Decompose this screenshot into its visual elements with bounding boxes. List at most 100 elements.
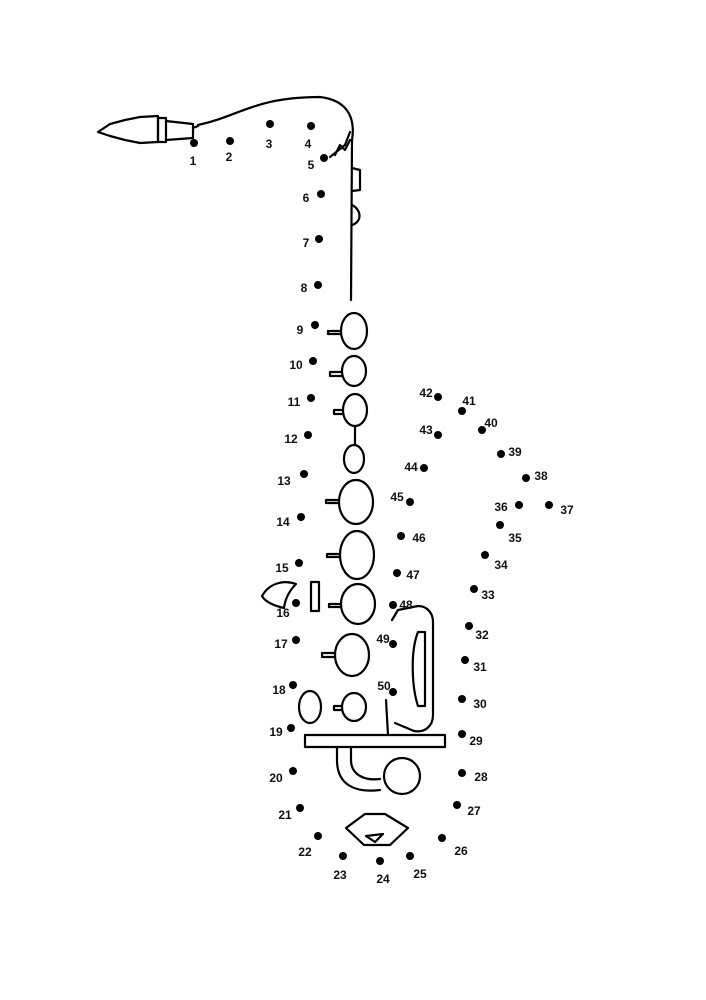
dot-17 [292,636,300,644]
dot-40 [478,426,486,434]
dot-number-label: 23 [333,868,347,882]
dot-44 [420,464,428,472]
dot-18 [289,681,297,689]
dot-14 [297,513,305,521]
dot-46 [397,532,405,540]
dot-4 [307,122,315,130]
dot-number-label: 35 [508,531,522,545]
dot-32 [465,622,473,630]
dot-2 [226,137,234,145]
dot-number-label: 10 [289,358,303,372]
dot-43 [434,431,442,439]
dot-45 [406,498,414,506]
dot-13 [300,470,308,478]
dot-number-label: 47 [406,568,420,582]
dot-number-label: 19 [269,725,283,739]
dot-27 [453,801,461,809]
saxophone-outline-icon [96,95,447,847]
dot-11 [307,394,315,402]
dot-7 [315,235,323,243]
dot-34 [481,551,489,559]
dot-number-label: 32 [475,628,489,642]
dot-number-label: 46 [412,531,426,545]
dot-25 [406,852,414,860]
dot-number-label: 48 [399,598,413,612]
dot-number-label: 42 [419,386,433,400]
dot-number-label: 40 [484,416,498,430]
dot-number-label: 5 [308,158,315,172]
dot-number-label: 11 [288,395,301,409]
dot-number-label: 14 [276,515,290,529]
dot-number-label: 12 [284,432,298,446]
dot-50 [389,688,397,696]
dot-41 [458,407,466,415]
dot-number-label: 30 [473,697,487,711]
dot-number-label: 21 [278,808,292,822]
dot-15 [295,559,303,567]
dot-47 [393,569,401,577]
dot-number-label: 26 [454,844,468,858]
dot-number-label: 16 [276,606,290,620]
dot-10 [309,357,317,365]
dot-22 [314,832,322,840]
dot-36 [515,501,523,509]
dot-number-label: 4 [305,137,312,151]
dot-30 [458,695,466,703]
dot-number-label: 50 [377,679,391,693]
dot-42 [434,393,442,401]
dot-number-label: 13 [277,474,291,488]
dot-28 [458,769,466,777]
dot-21 [296,804,304,812]
dot-number-label: 29 [469,734,483,748]
dot-number-label: 7 [303,236,310,250]
dot-5 [320,154,328,162]
dot-38 [522,474,530,482]
dot-19 [287,724,295,732]
dot-37 [545,501,553,509]
dot-number-label: 3 [266,137,273,151]
dot-33 [470,585,478,593]
dot-number-label: 41 [462,394,476,408]
dot-number-label: 8 [301,281,308,295]
dot-number-label: 31 [473,660,487,674]
dot-23 [339,852,347,860]
dot-8 [314,281,322,289]
dot-number-label: 15 [275,561,289,575]
dot-49 [389,640,397,648]
dot-3 [266,120,274,128]
dot-29 [458,730,466,738]
dot-number-label: 33 [481,588,495,602]
dot-number-label: 20 [269,771,283,785]
dot-number-label: 22 [298,845,312,859]
dot-number-label: 1 [190,154,197,168]
dot-12 [304,431,312,439]
dot-9 [311,321,319,329]
dot-number-label: 39 [508,445,522,459]
dot-16 [292,599,300,607]
dot-number-label: 27 [467,804,481,818]
dot-number-label: 28 [474,770,488,784]
dot-35 [496,521,504,529]
dot-6 [317,190,325,198]
dot-number-label: 17 [274,637,288,651]
dot-number-label: 34 [494,558,508,572]
dot-number-label: 38 [534,469,548,483]
dot-39 [497,450,505,458]
dot-20 [289,767,297,775]
dot-number-label: 36 [494,500,508,514]
dot-number-label: 9 [297,323,304,337]
dot-24 [376,857,384,865]
dot-number-label: 18 [272,683,286,697]
dot-number-label: 44 [404,460,418,474]
dot-31 [461,656,469,664]
dot-26 [438,834,446,842]
dot-1 [190,139,198,147]
dot-number-label: 43 [419,423,433,437]
dot-layer [190,120,553,865]
dot-number-label: 6 [303,191,310,205]
dot-number-label: 25 [413,867,427,881]
dot-number-label: 24 [376,872,390,886]
dot-number-label: 37 [560,503,574,517]
